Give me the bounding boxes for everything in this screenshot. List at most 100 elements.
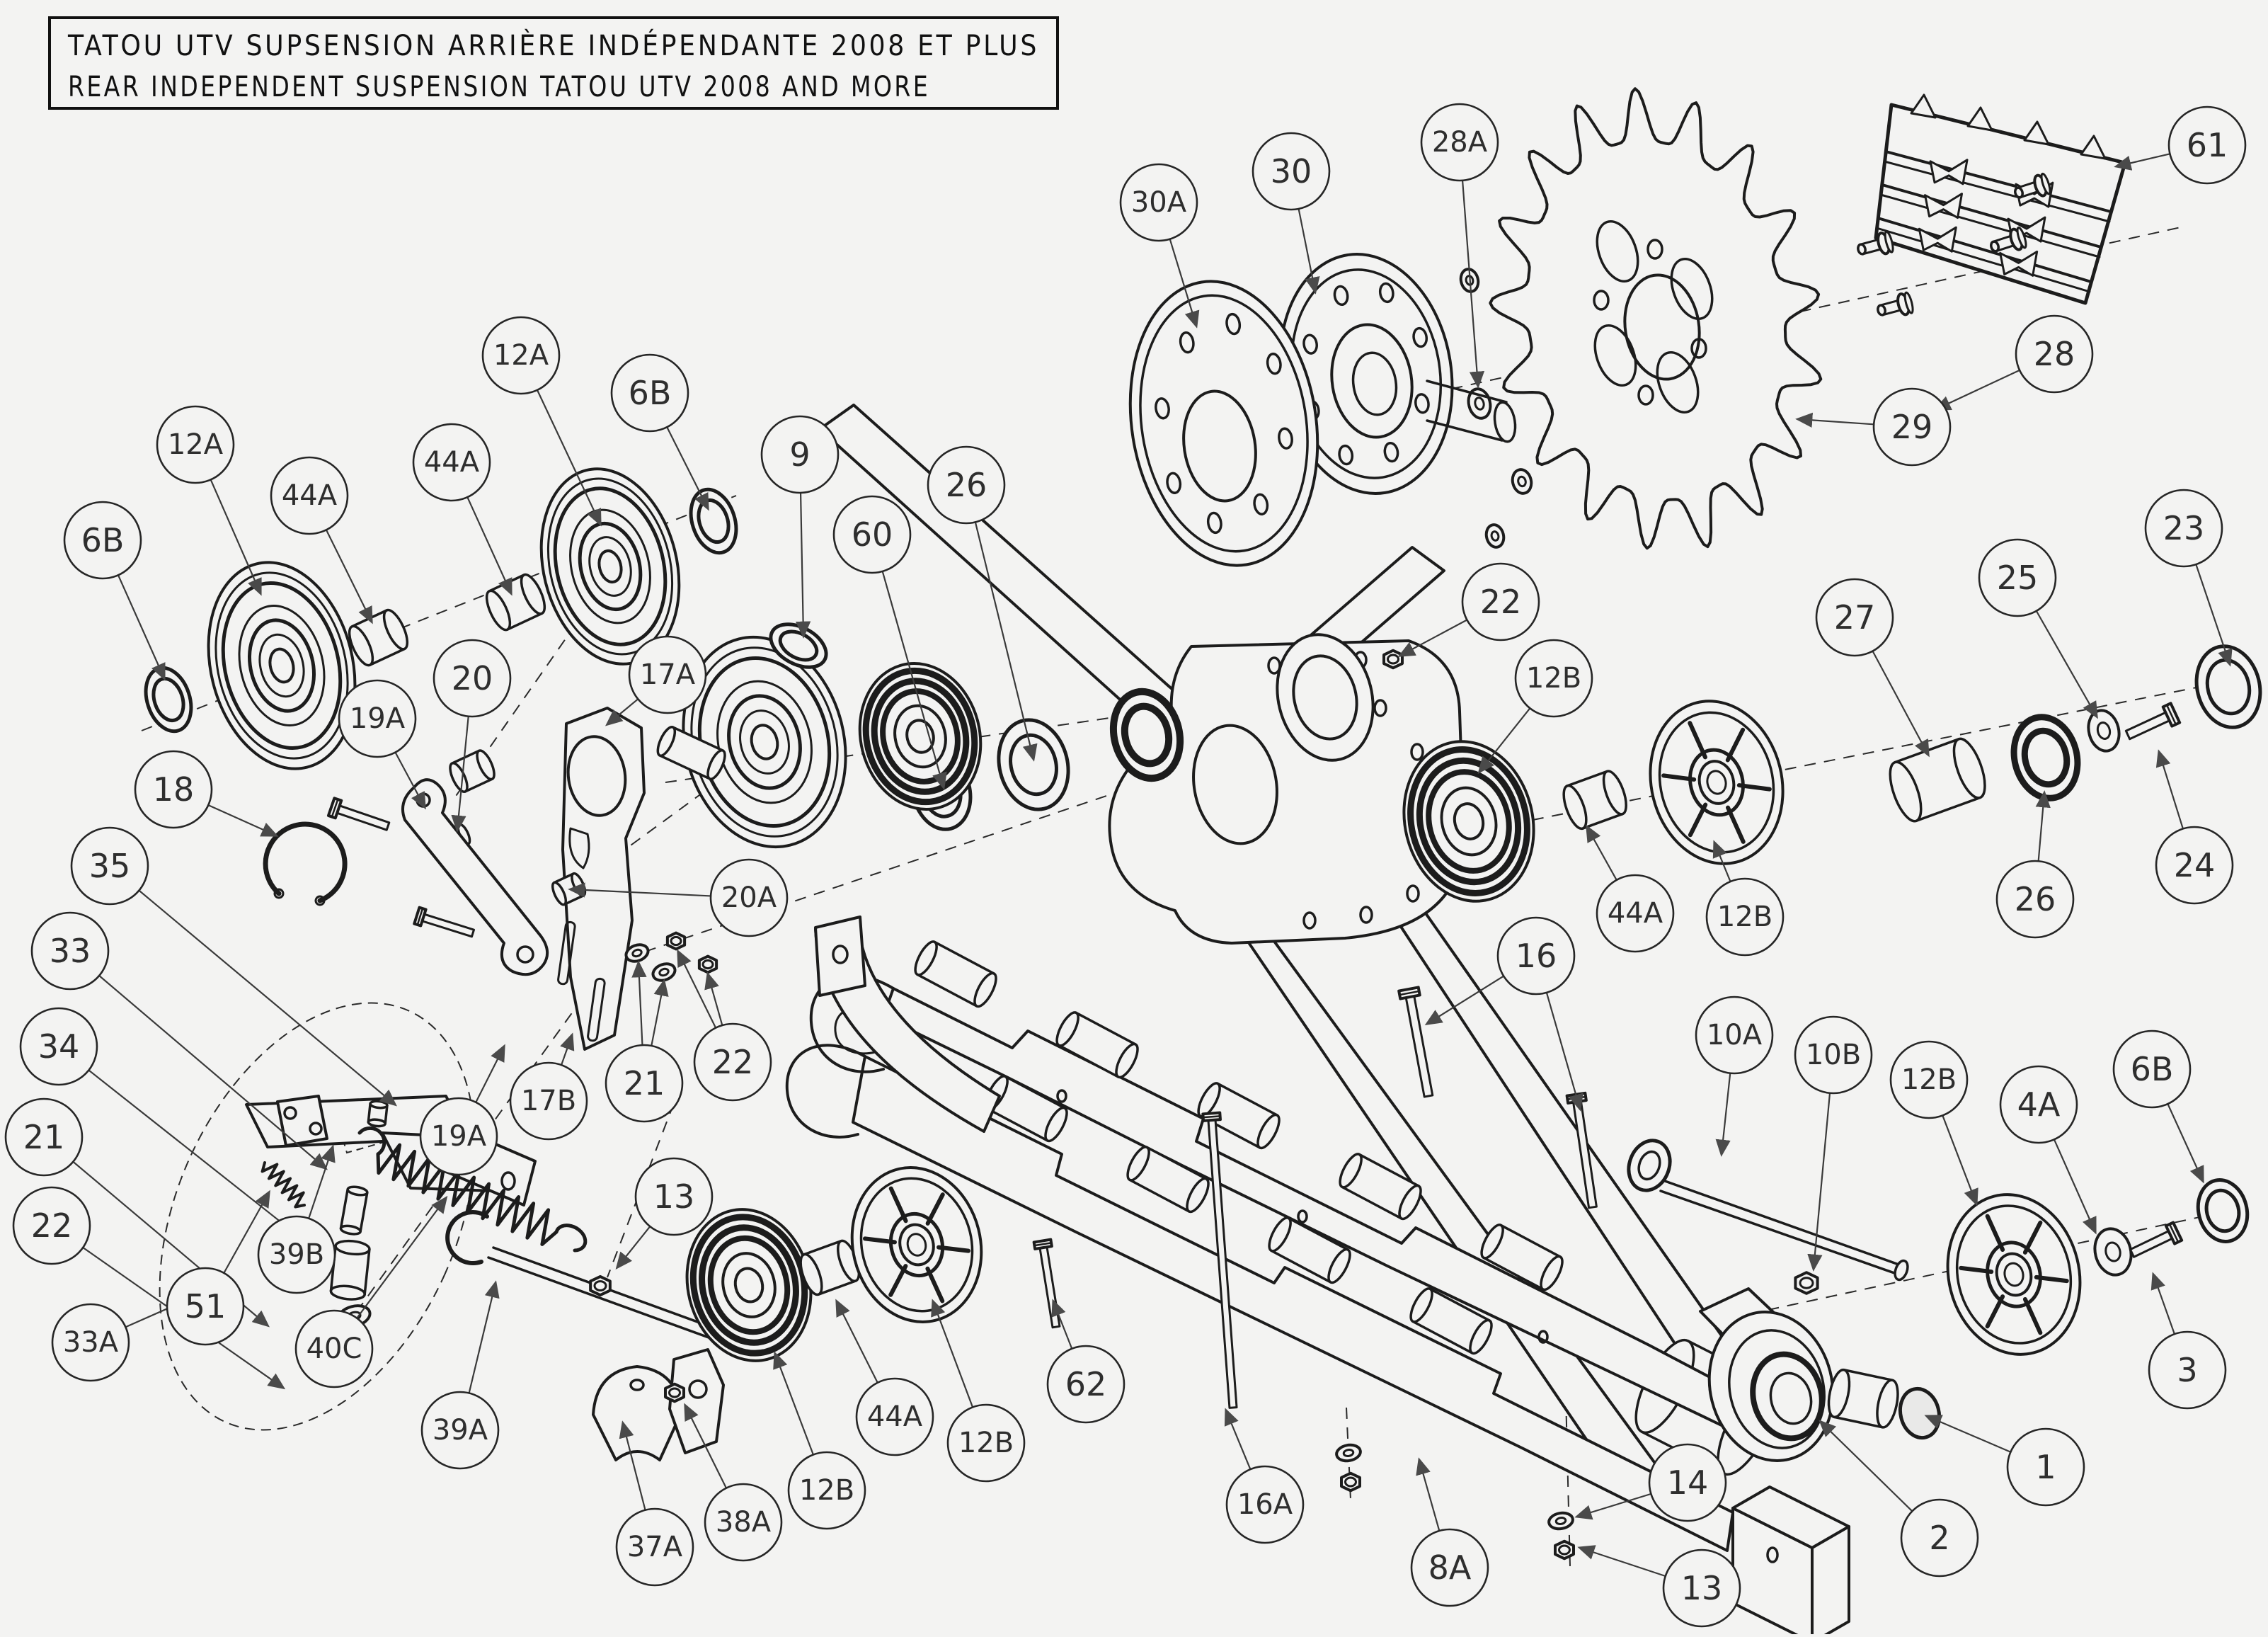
title-box-frame <box>48 16 1059 110</box>
callout-balloon <box>855 1377 934 1456</box>
callout-balloon <box>51 1303 130 1382</box>
callout-label: 44A <box>424 446 480 479</box>
callout-label: 13 <box>1681 1569 1723 1607</box>
callout-balloon <box>2155 826 2234 905</box>
callout-label: 25 <box>1997 559 2039 597</box>
callout-label: 44A <box>282 479 338 512</box>
callout-balloon <box>412 423 491 502</box>
callout-label: 17B <box>521 1085 576 1117</box>
callout-label: 20 <box>452 659 493 697</box>
callout-label: 33 <box>50 932 91 970</box>
hex-nut <box>697 954 718 974</box>
callout-12a: 12A <box>481 316 602 527</box>
callout-62: 62 <box>1046 1299 1126 1424</box>
callout-balloon <box>12 1186 91 1265</box>
callout-6b: 6B <box>63 501 166 681</box>
title-box: TATOU UTV SUPSENSION ARRIÈRE INDÉPENDANT… <box>48 16 1059 110</box>
callout-balloon <box>2148 1330 2227 1410</box>
callout-label: 3 <box>2177 1351 2197 1389</box>
bolt-24 <box>2124 702 2182 741</box>
spacer-44A <box>449 749 496 793</box>
callout-balloon <box>2167 105 2247 185</box>
callout-balloon <box>1815 578 1894 657</box>
callout-label: 22 <box>1480 583 1522 621</box>
callout-12b: 12B <box>773 1351 866 1530</box>
callout-9: 9 <box>760 415 840 639</box>
rivet-pin <box>1857 230 1894 256</box>
callout-51: 51 <box>166 1190 270 1346</box>
mount-plate-17A <box>557 707 646 1051</box>
callout-balloon <box>1046 1345 1126 1424</box>
callout-label: 22 <box>712 1043 754 1081</box>
callout-balloon <box>1420 103 1499 182</box>
callout-13: 13 <box>1577 1545 1741 1628</box>
hex-nut <box>589 1274 612 1297</box>
callout-23: 23 <box>2144 489 2233 667</box>
callout-balloon <box>615 1507 694 1587</box>
bearing-26 <box>2010 714 2081 802</box>
callout-balloon <box>1648 1443 1727 1522</box>
callout-label: 12A <box>493 339 549 372</box>
cross-tube-stub <box>1126 1146 1210 1214</box>
bore-ring <box>1276 633 1375 762</box>
callout-label: 60 <box>852 515 893 554</box>
callout-balloon <box>63 501 142 580</box>
cross-tube-stub <box>1339 1153 1422 1221</box>
callout-27: 27 <box>1815 578 1930 758</box>
callout-balloon <box>338 679 417 758</box>
callout-balloon <box>1695 996 1774 1075</box>
drive-sprocket <box>1489 87 1823 550</box>
callout-balloon <box>2144 489 2223 568</box>
callout-28a: 28A <box>1420 103 1499 389</box>
spacer-44A <box>1562 770 1627 831</box>
cap-6B <box>2196 1178 2250 1243</box>
bolt-16 <box>1397 986 1434 1098</box>
front-support-arm <box>814 916 1001 1133</box>
callout-balloon <box>704 1483 783 1562</box>
callout-balloon <box>19 1007 98 1086</box>
callout-28: 28 <box>1933 314 2094 411</box>
callout-balloon <box>70 826 149 906</box>
callout-21: 21 <box>4 1097 270 1328</box>
idler-wheel-12A <box>207 561 357 770</box>
callout-label: 14 <box>1667 1464 1709 1502</box>
callout-balloon <box>156 405 235 484</box>
callout-label: 12B <box>799 1474 854 1507</box>
wheel-12B <box>850 1166 983 1323</box>
bolt-62 <box>1032 1238 1061 1329</box>
callout-balloon <box>166 1267 245 1346</box>
callout-label: 19A <box>350 702 406 735</box>
callout-18: 18 <box>134 750 279 837</box>
callout-label: 38A <box>716 1506 772 1539</box>
grease-cap-1 <box>1898 1386 1942 1440</box>
callout-balloon <box>1461 562 1540 641</box>
callout-21: 21 <box>605 960 684 1123</box>
callout-label: 28A <box>1432 126 1488 159</box>
callout-25: 25 <box>1978 538 2098 719</box>
callout-44a: 44A <box>1586 824 1675 953</box>
title-line-2: REAR INDEPENDENT SUSPENSION TATOU UTV 20… <box>68 71 930 103</box>
callout-60: 60 <box>832 495 947 790</box>
title-line-1: TATOU UTV SUPSENSION ARRIÈRE INDÉPENDANT… <box>67 28 1039 62</box>
callout-12b: 12B <box>1889 1040 1978 1207</box>
callout-balloon <box>433 639 512 718</box>
slide-frame-rails <box>785 940 1850 1637</box>
callout-balloon <box>509 1061 588 1141</box>
callout-label: 12A <box>168 428 224 461</box>
clevis-38A <box>668 1348 725 1454</box>
callout-6b: 6B <box>2112 1029 2204 1184</box>
callout-label: 20A <box>721 882 777 914</box>
callout-12b: 12B <box>931 1299 1026 1483</box>
callout-balloon <box>1596 874 1675 953</box>
link-39B <box>276 1095 328 1147</box>
spring-40C <box>357 1126 588 1253</box>
callout-label: 6B <box>81 521 125 559</box>
callout-label: 51 <box>185 1287 227 1325</box>
callout-balloon <box>1978 538 2057 617</box>
callout-39b: 39B <box>257 1144 336 1294</box>
callout-44a: 44A <box>835 1299 934 1456</box>
hex-nut <box>1794 1271 1819 1295</box>
tie-rod-10A <box>1627 1139 1909 1282</box>
callout-14: 14 <box>1574 1443 1727 1522</box>
hex-nut <box>1382 649 1404 670</box>
